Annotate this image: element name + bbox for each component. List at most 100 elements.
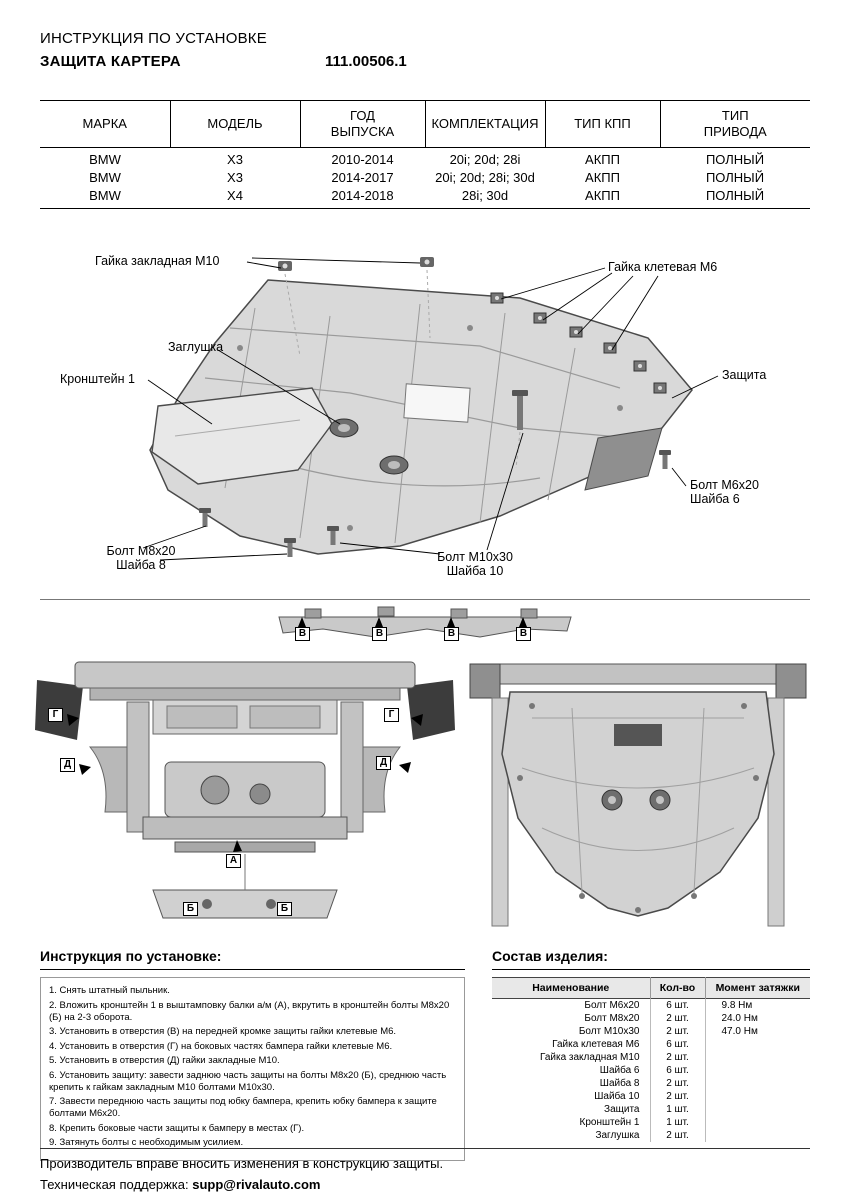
leader-lines bbox=[142, 257, 719, 561]
table-row: Шайба 8 2 шт. bbox=[492, 1077, 810, 1090]
composition-cell: Гайка клетевая М6 bbox=[552, 1039, 640, 1050]
marker-v: В bbox=[372, 627, 387, 641]
col-header-year: ГОД ВЫПУСКА bbox=[299, 100, 425, 148]
composition-heading: Состав изделия: bbox=[492, 948, 810, 970]
composition-cell: Шайба 8 bbox=[599, 1078, 640, 1089]
composition-cell: 2 шт. bbox=[649, 1090, 705, 1103]
bumper-strip-diagram: В В В В bbox=[275, 603, 575, 655]
table-row: Шайба 10 2 шт. bbox=[492, 1090, 810, 1103]
col-header-drive: ТИП ПРИВОДА bbox=[659, 100, 810, 148]
composition-cell bbox=[704, 1064, 810, 1077]
table-row: Болт М10х30 2 шт.47.0 Нм bbox=[492, 1025, 810, 1038]
fitment-cell: X3 bbox=[227, 170, 243, 185]
fitment-cell: ПОЛНЫЙ bbox=[705, 152, 765, 167]
composition-cell: 2 шт. bbox=[649, 1012, 705, 1025]
marker-b: Б bbox=[277, 902, 292, 916]
fitment-cell: 20i; 20d; 28i; 30d bbox=[435, 170, 535, 185]
label-bolt-m10: Болт М10х30 bbox=[437, 550, 513, 564]
col-header-model: МОДЕЛЬ bbox=[169, 100, 300, 148]
fitment-cell: ПОЛНЫЙ bbox=[705, 170, 765, 185]
instruction-step: 3. Установить в отверстия (В) на передне… bbox=[49, 1026, 397, 1037]
label-bolt-m6: Болт М6х20 bbox=[690, 478, 759, 492]
bracket-1-icon bbox=[151, 387, 333, 485]
composition-cell: Болт М10х30 bbox=[578, 1026, 640, 1037]
fitment-cell: 2014-2017 bbox=[331, 170, 394, 185]
marker-v: В bbox=[444, 627, 459, 641]
product-title: ЗАЩИТА КАРТЕРА bbox=[40, 53, 181, 70]
label-washer-10: Шайба 10 bbox=[446, 564, 504, 578]
support-label: Техническая поддержка: bbox=[40, 1177, 189, 1192]
installed-view-illustration bbox=[469, 663, 807, 927]
marker-v: В bbox=[295, 627, 310, 641]
composition-cell: 2 шт. bbox=[649, 1051, 705, 1064]
composition-cell: Гайка закладная М10 bbox=[539, 1052, 640, 1063]
instruction-step: 5. Установить в отверстия (Д) гайки закл… bbox=[49, 1055, 280, 1066]
label-washer-6: Шайба 6 bbox=[690, 492, 740, 506]
composition-cell: Заглушка bbox=[595, 1130, 640, 1141]
composition-cell: 1 шт. bbox=[649, 1116, 705, 1129]
marker-d: Д bbox=[60, 758, 75, 772]
label-washer-8: Шайба 8 bbox=[116, 558, 166, 572]
composition-cell: Шайба 6 bbox=[599, 1065, 640, 1076]
composition-cell bbox=[704, 1090, 810, 1103]
instruction-step: 6. Установить защиту: завести заднюю час… bbox=[49, 1069, 447, 1093]
plug-icon bbox=[329, 418, 409, 475]
composition-cell: 6 шт. bbox=[649, 998, 705, 1012]
table-row: Заглушка 2 шт. bbox=[492, 1129, 810, 1142]
table-row: Болт М8х20 2 шт.24.0 Нм bbox=[492, 1012, 810, 1025]
exploded-view-illustration bbox=[142, 257, 719, 561]
footer-support: Техническая поддержка: supp@rivalauto.co… bbox=[40, 1177, 320, 1192]
installation-instructions-section: Инструкция по установке: 1. Снять штатны… bbox=[40, 948, 465, 1161]
composition-cell bbox=[704, 1103, 810, 1116]
label-plug: Заглушка bbox=[168, 340, 224, 354]
label-bracket: Кронштейн 1 bbox=[60, 372, 135, 386]
document-title: ИНСТРУКЦИЯ ПО УСТАНОВКЕ bbox=[40, 30, 267, 47]
underbody-diagram: Г Г Д Д А Б Б bbox=[35, 652, 455, 940]
composition-cell bbox=[704, 1077, 810, 1090]
composition-cell: Защита bbox=[604, 1104, 640, 1115]
composition-cell: 24.0 Нм bbox=[704, 1012, 810, 1025]
bumper-strip-illustration bbox=[278, 606, 572, 638]
installed-view-diagram bbox=[462, 658, 814, 942]
composition-cell: Болт М6х20 bbox=[584, 1000, 640, 1011]
composition-cell bbox=[704, 1051, 810, 1064]
marker-d: Д bbox=[376, 756, 391, 770]
fitment-cell: АКПП bbox=[585, 152, 620, 167]
bolt-m10x30-icon bbox=[327, 390, 528, 545]
fitment-cell: BMW bbox=[89, 170, 121, 185]
composition-cell: 2 шт. bbox=[649, 1129, 705, 1142]
col-header-gearbox: ТИП КПП bbox=[544, 100, 660, 148]
composition-cell bbox=[704, 1038, 810, 1051]
bolt-m6x20-icon bbox=[659, 450, 671, 469]
marker-g: Г bbox=[384, 708, 399, 722]
fitment-cell: 28i; 30d bbox=[461, 188, 509, 203]
label-bolt-m8: Болт М8х20 bbox=[106, 544, 176, 558]
footer-disclaimer: Производитель вправе вносить изменения в… bbox=[40, 1156, 444, 1171]
instruction-step: 2. Вложить кронштейн 1 в выштамповку бал… bbox=[49, 999, 450, 1023]
fitment-cell: 2014-2018 bbox=[331, 188, 394, 203]
composition-cell: 47.0 Нм bbox=[704, 1025, 810, 1038]
composition-cell: Шайба 10 bbox=[594, 1091, 640, 1102]
instruction-step: 7. Завести переднюю часть защиты под юбк… bbox=[49, 1096, 437, 1119]
composition-cell: Болт М8х20 bbox=[584, 1013, 640, 1024]
fitment-cell: АКПП bbox=[585, 188, 620, 203]
fitment-cell: 2010-2014 bbox=[331, 152, 394, 167]
instruction-step: 9. Затянуть болты с необходимым усилием. bbox=[49, 1137, 244, 1148]
marker-g: Г bbox=[48, 708, 63, 722]
col-header-qty: Кол-во bbox=[649, 977, 705, 999]
instruction-step: 8. Крепить боковые части защиты к бампер… bbox=[49, 1122, 305, 1134]
composition-cell: 2 шт. bbox=[649, 1025, 705, 1038]
composition-cell: 2 шт. bbox=[649, 1077, 705, 1090]
underbody-illustration bbox=[35, 661, 455, 919]
composition-table: Наименование Кол-во Момент затяжки Болт … bbox=[492, 977, 810, 1142]
instruction-step: 1. Снять штатный пыльник. bbox=[49, 985, 170, 996]
